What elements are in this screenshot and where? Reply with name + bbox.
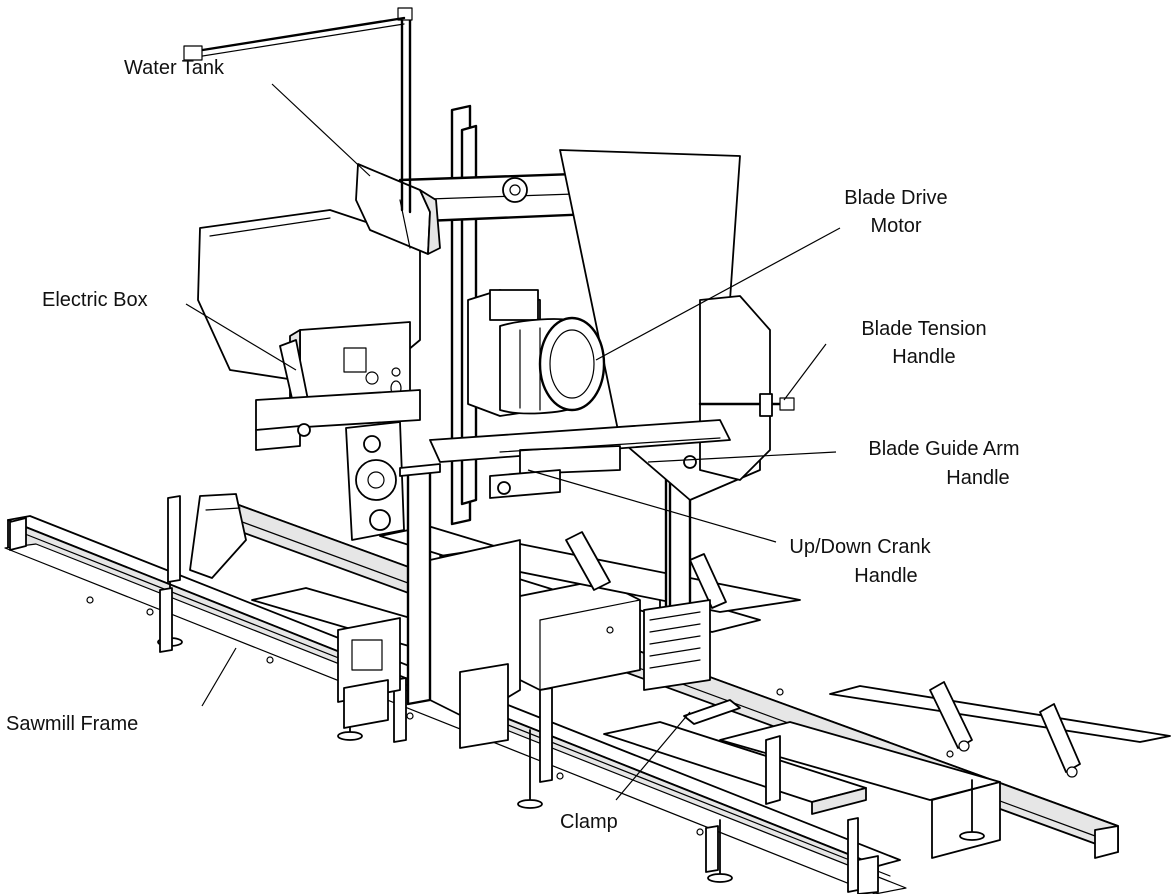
callout-labels: Water Tank Blade Drive Motor Electric Bo… — [6, 57, 1020, 833]
leader-electric-box — [185, 303, 297, 371]
leader-sawmill-frame — [201, 647, 237, 707]
label-blade-guide-arm-handle-line1: Blade Guide Arm — [868, 438, 1019, 460]
label-blade-drive-motor-line2: Motor — [870, 215, 921, 237]
label-clamp: Clamp — [560, 811, 618, 833]
up-down-crank — [189, 421, 441, 579]
electric-box — [255, 321, 421, 451]
label-up-down-crank-handle-line1: Up/Down Crank — [789, 536, 931, 558]
label-up-down-crank-handle-line2: Handle — [854, 565, 917, 587]
label-blade-drive-motor-line1: Blade Drive — [844, 187, 947, 209]
leader-blade-tension-handle — [783, 343, 827, 401]
label-electric-box: Electric Box — [42, 289, 148, 311]
label-blade-guide-arm-handle-line2: Handle — [946, 467, 1009, 489]
label-sawmill-frame: Sawmill Frame — [6, 713, 138, 735]
carriage — [337, 104, 692, 749]
leader-clamp — [615, 711, 691, 801]
leader-blade-guide-arm-handle — [647, 451, 837, 463]
leader-blade-drive-motor — [595, 227, 841, 361]
blade-drive-motor — [467, 289, 606, 417]
leader-up-down-crank-handle — [527, 469, 777, 543]
blade-guide-arm — [429, 419, 731, 499]
leader-lines — [185, 83, 841, 801]
blade-tension-handle — [698, 393, 795, 417]
rail-posts — [159, 495, 859, 893]
leader-water-tank — [271, 83, 371, 177]
label-blade-tension-handle-line2: Handle — [892, 346, 955, 368]
water-tank — [183, 7, 441, 255]
clamp-assembly — [643, 599, 741, 725]
label-blade-tension-handle-line1: Blade Tension — [861, 318, 986, 340]
log-deck-arms — [439, 531, 1171, 778]
label-water-tank: Water Tank — [124, 57, 225, 79]
